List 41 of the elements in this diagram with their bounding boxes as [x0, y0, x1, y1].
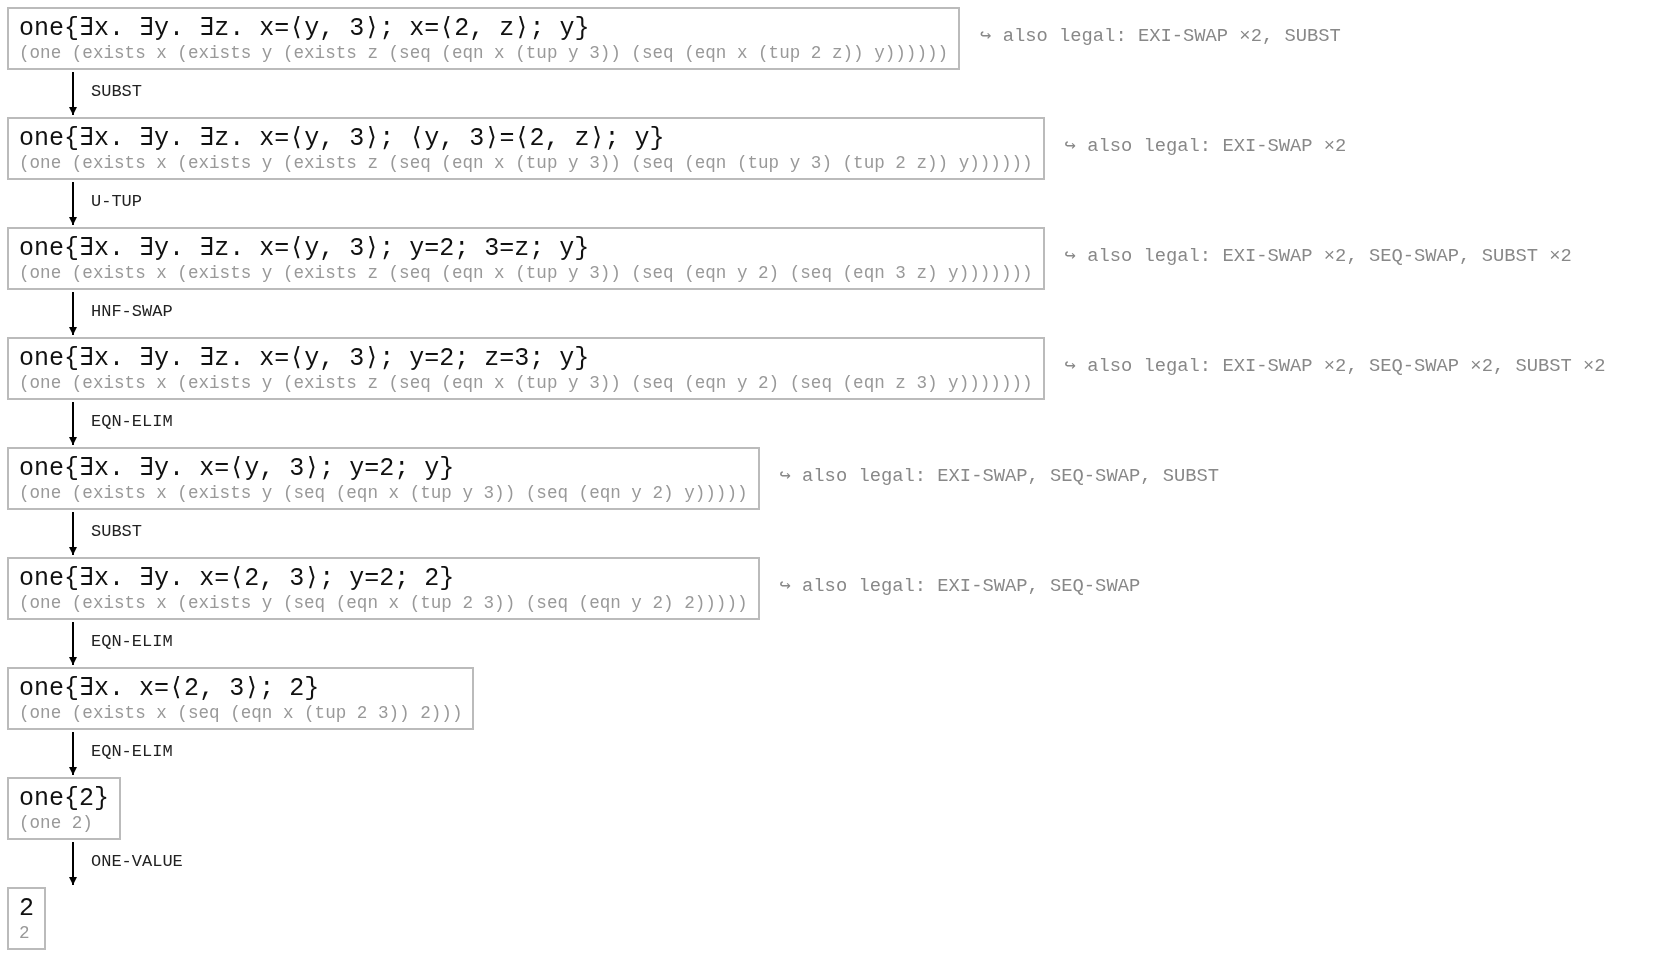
sexpr-text: (one (exists x (exists y (seq (eqn x (tup y 3)) (seq (eqn y 2) y))))) — [19, 483, 748, 503]
term-box — [7, 777, 121, 840]
expression-text: one{∃x. ∃y. ∃z. x=⟨y, 3⟩; ⟨y, 3⟩=⟨2, z⟩; y} — [19, 125, 666, 153]
term-box — [7, 887, 46, 950]
sexpr-text: (one (exists x (seq (eqn x (tup 2 3)) 2))) — [19, 703, 463, 723]
arrow — [69, 841, 77, 886]
alternative-rules-note: ↪ also legal: EXI-SWAP ×2, SEQ-SWAP ×2, SUBST ×2 — [1064, 354, 1606, 377]
alternative-rules-note: ↪ also legal: EXI-SWAP ×2 — [1064, 134, 1347, 157]
expression-text: one{∃x. ∃y. x=⟨y, 3⟩; y=2; y} — [19, 455, 456, 483]
expression-text: one{∃x. ∃y. ∃z. x=⟨y, 3⟩; y=2; 3=z; y} — [19, 235, 591, 263]
term-box — [7, 7, 961, 70]
arrow — [69, 291, 77, 336]
expression-text: one{∃x. ∃y. ∃z. x=⟨y, 3⟩; y=2; z=3; y} — [19, 345, 591, 373]
sexpr-text: (one (exists x (exists y (exists z (seq (eqn x (tup y 3)) (seq (eqn (tup y 3) (tup 2 z)) y)))))) — [19, 153, 1033, 173]
expression-text: one{2} — [19, 785, 109, 813]
term-box — [7, 667, 475, 730]
sexpr-text: 2 — [19, 923, 31, 943]
alternative-rules-note: ↪ also legal: EXI-SWAP, SEQ-SWAP, SUBST — [779, 464, 1220, 487]
arrow — [69, 511, 77, 556]
sexpr-text: (one (exists x (exists y (exists z (seq (eqn x (tup y 3)) (seq (eqn y 2) (seq (eqn 3 z) y))))))) — [19, 263, 1033, 283]
sexpr-text: (one (exists x (exists y (exists z (seq (eqn x (tup y 3)) (seq (eqn y 2) (seq (eqn z 3) y))))))) — [19, 373, 1033, 393]
expression-text: one{∃x. ∃y. ∃z. x=⟨y, 3⟩; x=⟨2, z⟩; y} — [19, 15, 591, 43]
term-box — [7, 117, 1045, 180]
arrow — [69, 181, 77, 226]
arrow — [69, 401, 77, 446]
alternative-rules-note: ↪ also legal: EXI-SWAP ×2, SUBST — [980, 24, 1341, 47]
expression-text: 2 — [19, 895, 34, 923]
term-box — [7, 557, 760, 620]
arrow — [69, 731, 77, 776]
expression-text: one{∃x. x=⟨2, 3⟩; 2} — [19, 675, 321, 703]
sexpr-text: (one (exists x (exists y (seq (eqn x (tup 2 3)) (seq (eqn y 2) 2))))) — [19, 593, 748, 613]
sexpr-text: (one (exists x (exists y (exists z (seq (eqn x (tup y 3)) (seq (eqn x (tup 2 z)) y)))))) — [19, 43, 949, 63]
alternative-rules-note: ↪ also legal: EXI-SWAP, SEQ-SWAP — [779, 574, 1141, 597]
term-box — [7, 337, 1045, 400]
expression-text: one{∃x. ∃y. x=⟨2, 3⟩; y=2; 2} — [19, 565, 456, 593]
sexpr-text: (one 2) — [19, 813, 94, 833]
term-box — [7, 227, 1045, 290]
alternative-rules-note: ↪ also legal: EXI-SWAP ×2, SEQ-SWAP, SUBST ×2 — [1064, 244, 1572, 267]
term-box — [7, 447, 760, 510]
arrow — [69, 621, 77, 666]
arrow — [69, 71, 77, 116]
